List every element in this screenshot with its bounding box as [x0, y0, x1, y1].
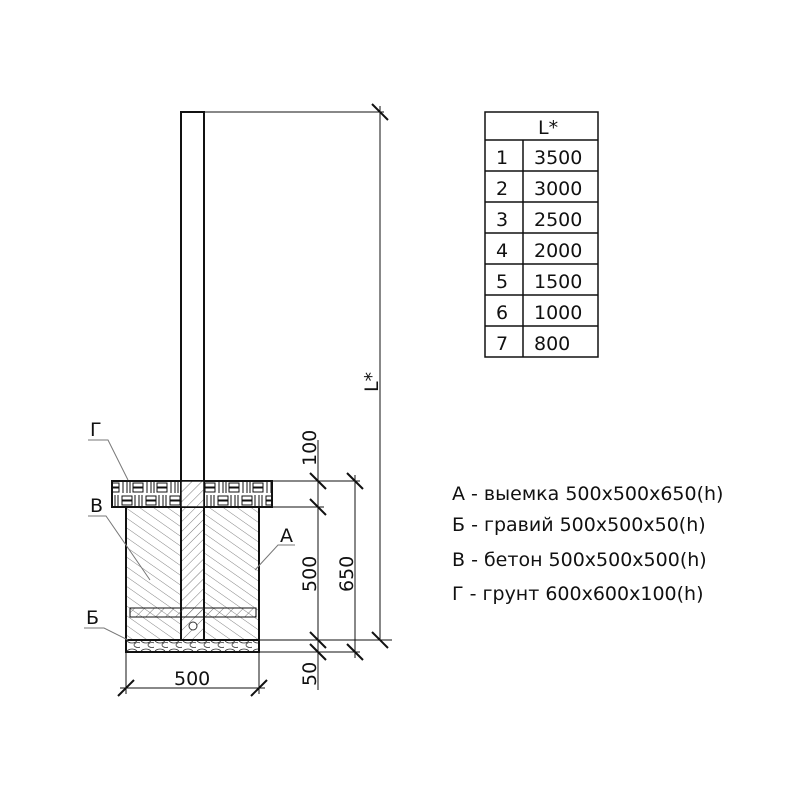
label-b: Б — [86, 607, 99, 629]
table-row-number: 3 — [496, 209, 508, 231]
table-row-value: 800 — [534, 333, 570, 355]
dim-100: 100 — [299, 430, 321, 466]
table-row-value: 1000 — [534, 302, 582, 324]
label-v: В — [90, 495, 103, 517]
length-table: L* 1 3500 2 3000 3 2500 4 2000 5 1500 6 1000 7 800 — [484, 111, 599, 358]
concrete-block — [125, 481, 260, 641]
legend-item: В - бетон 500x500x500(h) — [452, 549, 707, 571]
gravel-layer — [125, 639, 260, 653]
legend-item: А - выемка 500x500x650(h) — [452, 483, 723, 505]
soil-layer — [111, 480, 273, 508]
table-row-value: 1500 — [534, 271, 582, 293]
dim-50: 50 — [299, 662, 321, 686]
dim-500-vertical: 500 — [299, 556, 321, 592]
table-row-number: 5 — [496, 271, 508, 293]
table-row-number: 6 — [496, 302, 508, 324]
legend-item: Г - грунт 600x600x100(h) — [452, 583, 704, 605]
dim-500-horizontal: 500 — [174, 668, 210, 690]
post — [180, 111, 205, 483]
table-row-value: 2000 — [534, 240, 582, 262]
table-header: L* — [538, 117, 558, 139]
legend-item: Б - гравий 500x500x50(h) — [452, 514, 706, 536]
table-row-value: 2500 — [534, 209, 582, 231]
label-g: Г — [90, 419, 102, 441]
dimension-lines — [84, 103, 392, 697]
table-row-number: 1 — [496, 147, 508, 169]
table-row-value: 3000 — [534, 178, 582, 200]
table-row-number: 7 — [496, 333, 508, 355]
table-row-number: 2 — [496, 178, 508, 200]
legend: А - выемка 500x500x650(h) Б - гравий 500x… — [452, 483, 723, 605]
table-row-value: 3500 — [534, 147, 582, 169]
table-row-number: 4 — [496, 240, 508, 262]
label-a: А — [280, 525, 293, 547]
dim-650: 650 — [336, 556, 358, 592]
dim-length: L* — [361, 372, 383, 392]
